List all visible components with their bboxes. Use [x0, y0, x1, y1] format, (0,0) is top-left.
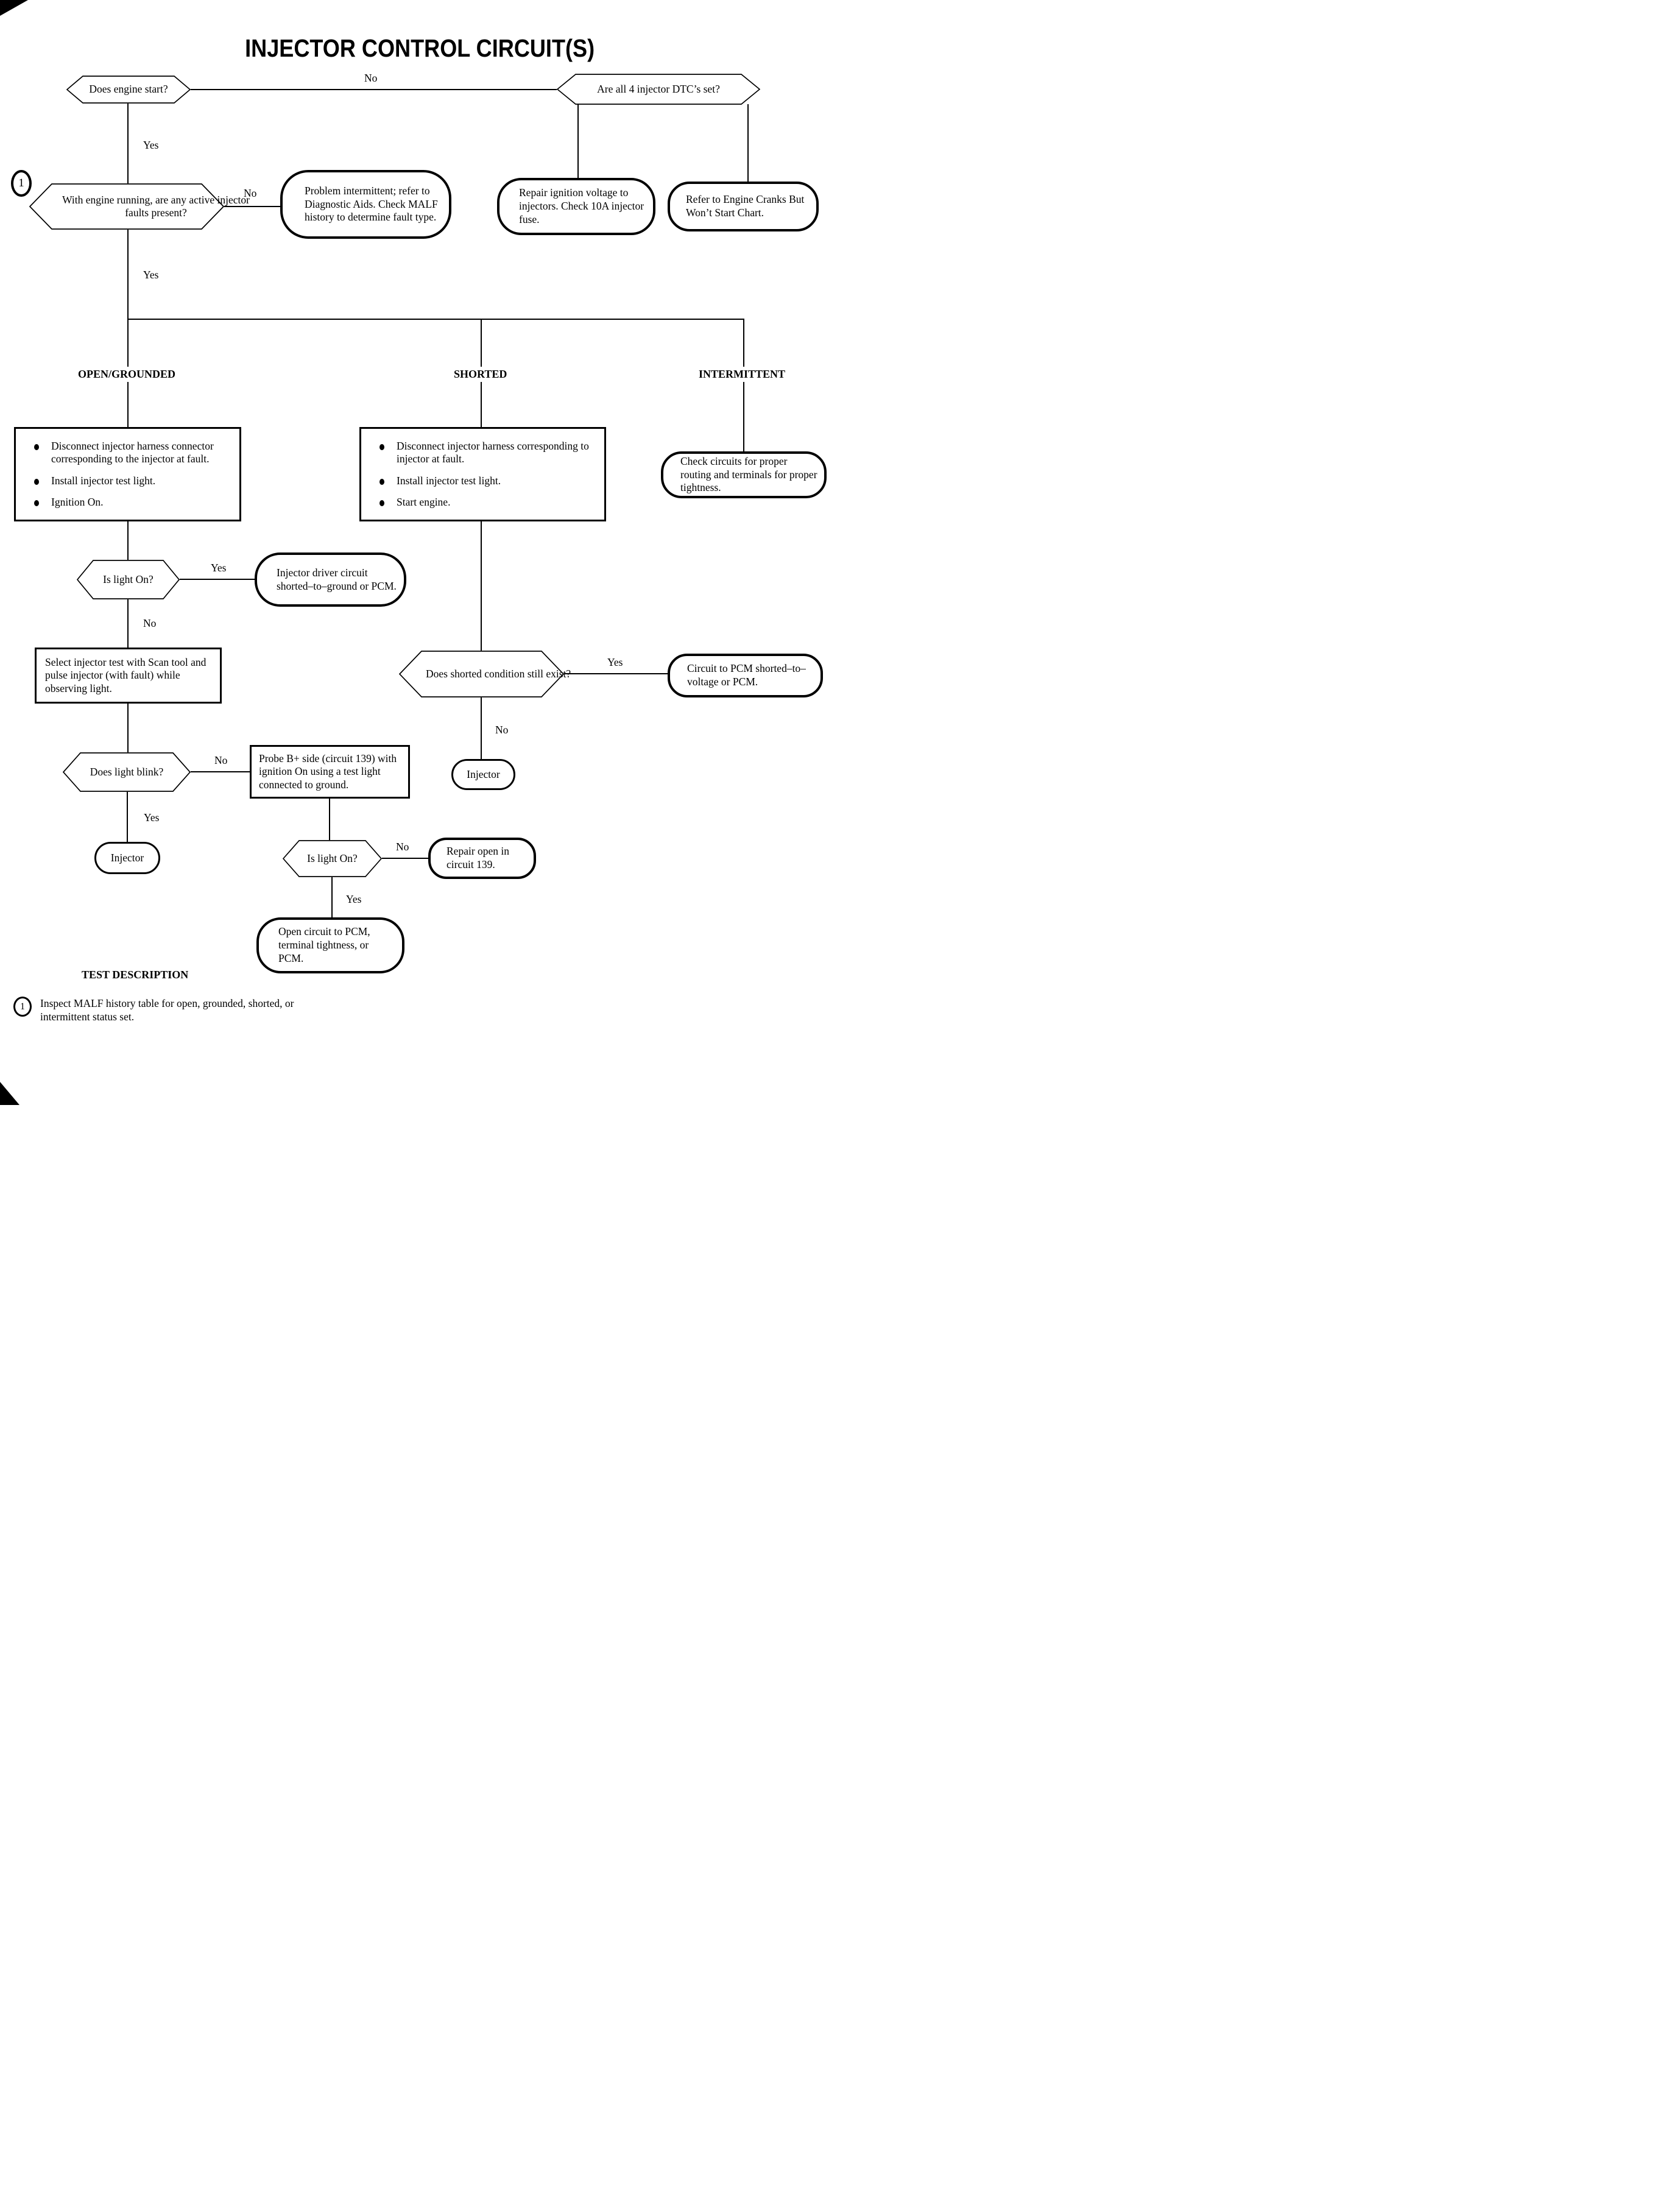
- terminator-label: Repair open in circuit 139.: [446, 845, 510, 870]
- process-open-grounded-steps: Disconnect injector harness connector co…: [14, 427, 241, 521]
- terminator-label: Check circuits for proper routing and te…: [680, 454, 817, 494]
- process-probe-b-plus: Probe B+ side (circuit 139) with ignitio…: [250, 745, 410, 799]
- page-title: INJECTOR CONTROL CIRCUIT(S): [245, 34, 595, 62]
- terminator-label: Open circuit to PCM, terminal tightness,…: [278, 925, 370, 964]
- connector-shortedbox-exist: [481, 521, 482, 651]
- decision-is-light-on-2: Is light On?: [283, 840, 382, 877]
- step-item: Install injector test light.: [33, 475, 231, 487]
- decision-label: Does shorted condition still exist?: [426, 667, 571, 680]
- process-shorted-steps: Disconnect injector harness correspondin…: [359, 427, 606, 521]
- terminator-circuit-shorted-voltage: Circuit to PCM shorted–to–voltage or PCM…: [668, 654, 823, 697]
- step-item: Disconnect injector harness correspondin…: [378, 440, 596, 466]
- connector-dtcs-repair: [577, 104, 579, 179]
- step-item: Disconnect injector harness connector co…: [33, 440, 231, 466]
- decision-label: Does engine start?: [89, 83, 168, 96]
- terminator-label: Injector driver circuit shorted–to–groun…: [277, 566, 397, 592]
- connector-lighton-driver: [180, 579, 255, 580]
- decision-label: Does light blink?: [90, 765, 164, 778]
- footnote-text: Inspect MALF history table for open, gro…: [40, 997, 294, 1023]
- step-list: Disconnect injector harness connector co…: [18, 431, 237, 517]
- process-label: Probe B+ side (circuit 139) with ignitio…: [259, 752, 397, 791]
- connector-faults-down: [127, 230, 129, 319]
- connector-enginestart-dtcs: [191, 89, 557, 90]
- flowchart-page: INJECTOR CONTROL CIRCUIT(S) No Yes No Ye…: [0, 0, 840, 1105]
- step-item: Install injector test light.: [378, 475, 596, 487]
- connector-blink-probe: [191, 771, 250, 772]
- terminator-label: Problem intermittent; refer to Diagnosti…: [305, 184, 438, 224]
- terminator-label: Circuit to PCM shorted–to–voltage or PCM…: [687, 662, 806, 688]
- decision-label: With engine running, are any active inje…: [62, 193, 250, 219]
- edge-label-yes: Yes: [210, 562, 228, 574]
- page-corner-artifact-bottom-left: [0, 1082, 19, 1105]
- decision-shorted-still-exist: Does shorted condition still exist?: [399, 651, 571, 697]
- terminator-repair-open-139: Repair open in circuit 139.: [428, 838, 536, 879]
- decision-does-light-blink: Does light blink?: [63, 752, 191, 792]
- connector-openbox-lighton: [127, 521, 129, 560]
- callout-marker-1: 1: [11, 170, 32, 197]
- edge-label-yes: Yes: [142, 139, 160, 152]
- connector-lighton2-repair: [382, 858, 428, 859]
- connector-blink-injector: [127, 792, 128, 842]
- edge-label-yes: Yes: [606, 656, 624, 669]
- test-description-heading: TEST DESCRIPTION: [82, 969, 189, 981]
- terminator-open-circuit-pcm: Open circuit to PCM, terminal tightness,…: [256, 917, 404, 973]
- process-select-injector-test: Select injector test with Scan tool and …: [35, 648, 222, 704]
- decision-is-light-on-1: Is light On?: [77, 560, 180, 599]
- connector-exist-injector: [481, 697, 482, 759]
- edge-label-no: No: [363, 72, 379, 85]
- terminator-label: Repair ignition voltage to injectors. Ch…: [519, 186, 644, 225]
- terminator-check-circuits: Check circuits for proper routing and te…: [661, 451, 827, 498]
- connector-lighton-select: [127, 599, 129, 648]
- footnote-marker-1: 1: [13, 997, 32, 1017]
- decision-all-4-dtcs-set: Are all 4 injector DTC’s set?: [557, 74, 760, 105]
- decision-label: Is light On?: [307, 852, 358, 864]
- terminator-label: Injector: [110, 851, 144, 864]
- branch-header-intermittent: INTERMITTENT: [695, 367, 789, 382]
- branch-header-open-grounded: OPEN/GROUNDED: [74, 367, 180, 382]
- connector-dtcs-cranks: [747, 104, 749, 183]
- edge-label-no: No: [242, 187, 258, 200]
- branch-header-shorted: SHORTED: [450, 367, 511, 382]
- connector-faults-intermittent: [224, 206, 280, 207]
- callout-number: 1: [18, 177, 24, 189]
- edge-label-yes: Yes: [143, 811, 161, 824]
- edge-label-yes: Yes: [345, 893, 363, 906]
- connector-lighton2-opencircuit: [331, 877, 333, 917]
- step-item: Ignition On.: [33, 496, 231, 509]
- edge-label-no: No: [213, 754, 229, 767]
- edge-label-yes: Yes: [142, 269, 160, 281]
- connector-probe-lighton2: [329, 799, 330, 840]
- decision-does-engine-start: Does engine start?: [66, 76, 191, 104]
- process-label: Select injector test with Scan tool and …: [45, 655, 206, 694]
- decision-label: Are all 4 injector DTC’s set?: [597, 82, 720, 95]
- footnote-number: 1: [20, 1001, 25, 1012]
- connector-exist-circuit: [564, 673, 668, 674]
- terminator-engine-cranks-chart: Refer to Engine Cranks But Won’t Start C…: [668, 182, 819, 231]
- terminator-problem-intermittent: Problem intermittent; refer to Diagnosti…: [280, 170, 451, 239]
- decision-label: Is light On?: [103, 573, 154, 585]
- connector-select-blink: [127, 704, 129, 752]
- terminator-driver-shorted-ground: Injector driver circuit shorted–to–groun…: [255, 552, 406, 607]
- edge-label-no: No: [142, 617, 158, 630]
- terminator-label: Injector: [467, 768, 500, 780]
- connector-enginestart-down: [127, 104, 129, 183]
- step-item: Start engine.: [378, 496, 596, 509]
- terminator-label: Refer to Engine Cranks But Won’t Start C…: [686, 193, 805, 219]
- connector-branch-horizontal: [127, 319, 744, 320]
- connector-intermittent-column: [743, 319, 744, 451]
- edge-label-no: No: [494, 724, 510, 736]
- edge-label-no: No: [395, 841, 411, 853]
- terminator-repair-ignition-voltage: Repair ignition voltage to injectors. Ch…: [497, 178, 655, 235]
- decision-active-injector-faults: With engine running, are any active inje…: [29, 183, 250, 230]
- step-list: Disconnect injector harness correspondin…: [364, 431, 602, 517]
- terminator-injector-open: Injector: [94, 842, 160, 874]
- page-corner-artifact-top-left: [0, 0, 28, 16]
- terminator-injector-shorted: Injector: [451, 759, 515, 790]
